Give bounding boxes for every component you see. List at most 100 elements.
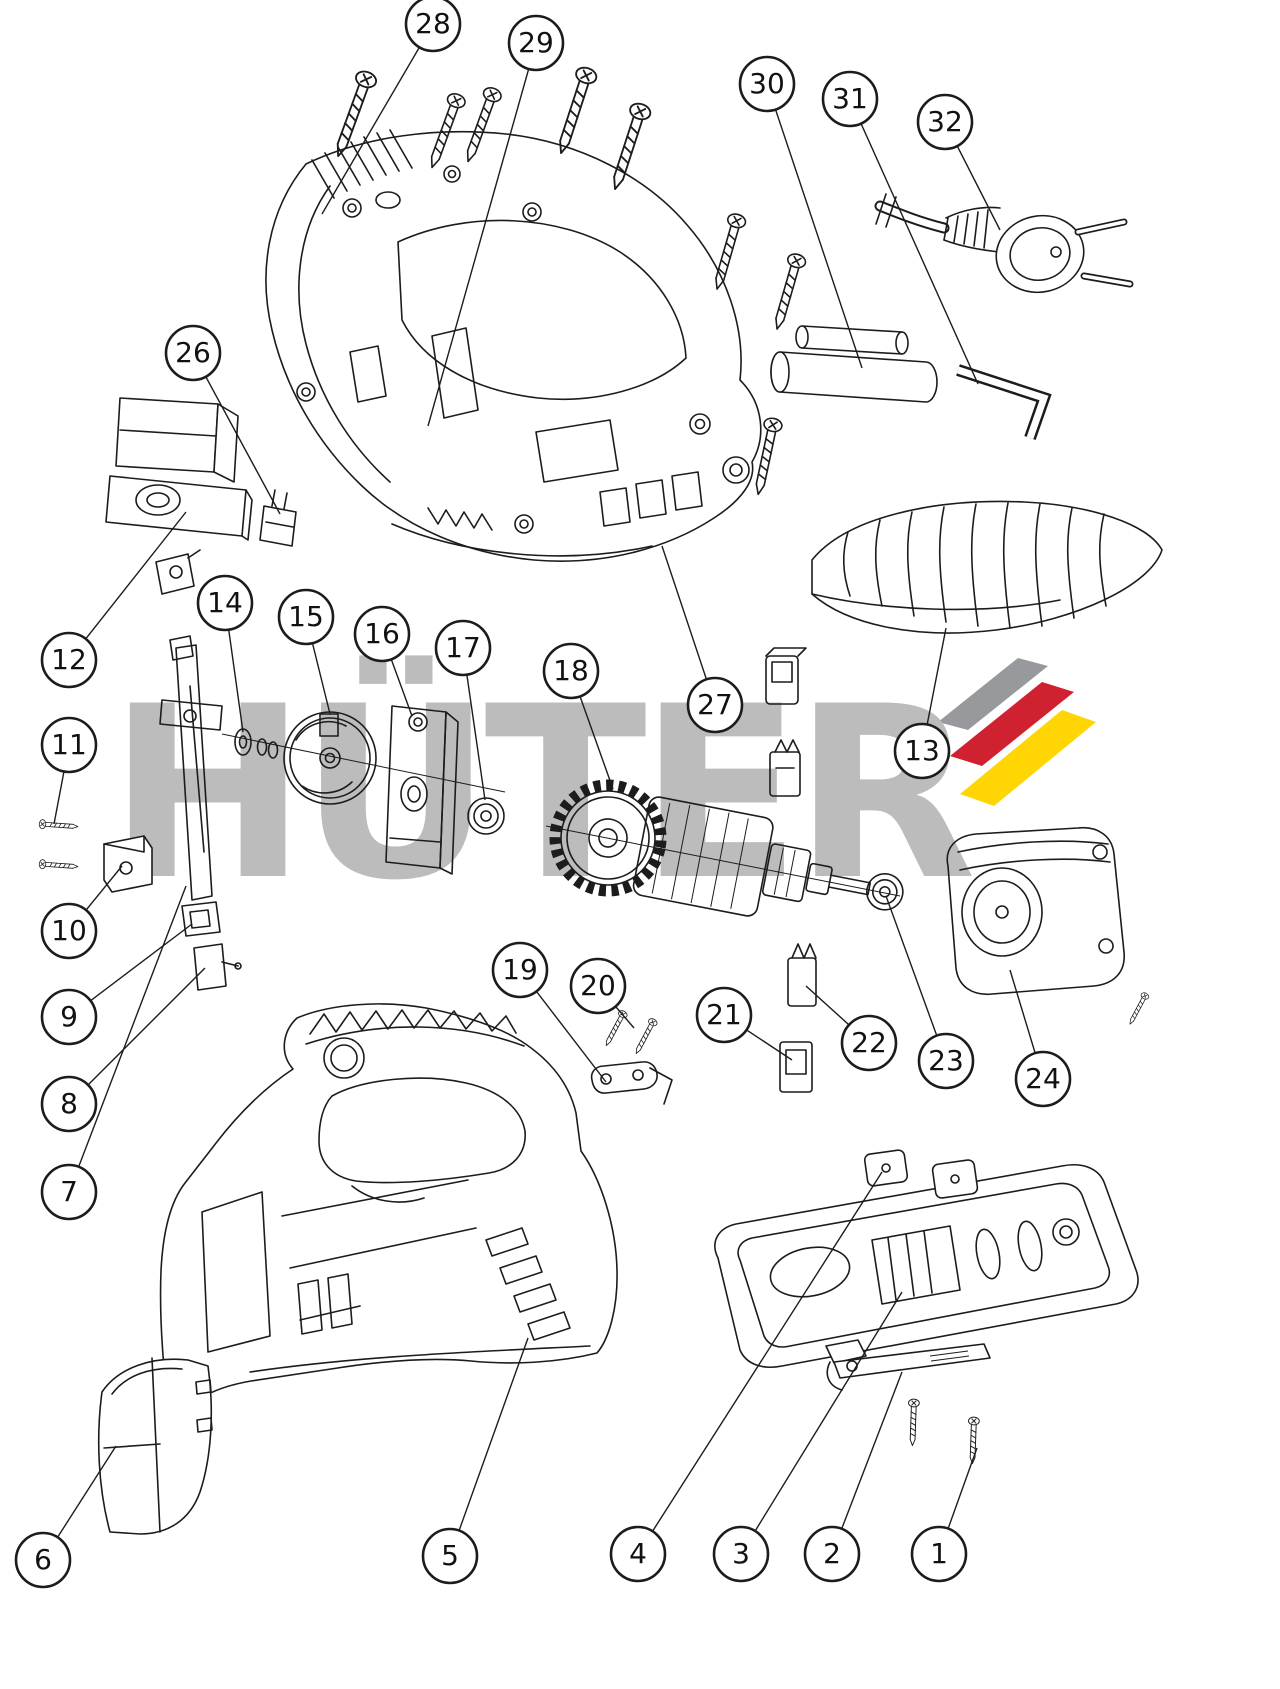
leader-line-3 xyxy=(740,1291,903,1555)
screw-icon xyxy=(906,1398,920,1447)
part-stator-shape xyxy=(973,880,1031,944)
part-front-boot-shape xyxy=(195,1379,212,1395)
part-base-plate-shape xyxy=(737,1182,1111,1348)
part-upper-housing-shape xyxy=(347,203,357,213)
part-soft-grip-shape xyxy=(811,593,1061,611)
part-stator-shape xyxy=(961,867,1043,957)
part-main-housing-shape xyxy=(330,1044,358,1072)
screw-icon xyxy=(38,859,79,872)
part-stator xyxy=(946,827,1151,1027)
part-soft-grip-shape xyxy=(874,519,883,607)
part-slider-shape xyxy=(265,489,294,528)
balloon-number-31: 31 xyxy=(832,82,868,115)
part-armature-shape xyxy=(827,874,872,896)
balloon-circle-1 xyxy=(910,1525,968,1583)
part-rod xyxy=(825,1339,991,1391)
part-upper-housing-shape xyxy=(514,514,534,534)
balloon-number-15: 15 xyxy=(288,600,324,633)
part-roller-bracket-shape xyxy=(169,565,183,579)
balloon-circle-6 xyxy=(14,1531,72,1589)
balloon-circle-19 xyxy=(491,941,549,999)
part-rod-shape xyxy=(826,1361,843,1391)
part-power-cord-shape xyxy=(1009,227,1071,281)
balloon-circle-14 xyxy=(196,574,254,632)
part-brush-upper-shape xyxy=(765,647,807,657)
balloon-number-11: 11 xyxy=(51,728,87,761)
balloon-circle-24 xyxy=(1014,1050,1072,1108)
balloon-31: 31 xyxy=(821,70,979,385)
part-slider-shape xyxy=(259,505,297,547)
part-brush-upper xyxy=(765,647,807,705)
logo-stripe-gray xyxy=(938,658,1048,730)
part-upper-housing-shape xyxy=(447,169,457,179)
balloon-circle-18 xyxy=(542,642,600,700)
balloon-number-7: 7 xyxy=(60,1175,78,1208)
part-switch-shape xyxy=(241,489,253,541)
balloon-number-28: 28 xyxy=(415,7,451,40)
balloon-circle-30 xyxy=(738,55,796,113)
balloon-number-10: 10 xyxy=(51,914,87,947)
balloon-number-18: 18 xyxy=(553,654,589,687)
part-soft-grip xyxy=(811,500,1163,634)
part-rod-shape xyxy=(833,1343,991,1379)
part-upper-housing-shape xyxy=(694,418,706,430)
part-stator-shape xyxy=(1092,844,1108,860)
part-block-10 xyxy=(103,835,153,893)
balloon-number-26: 26 xyxy=(175,336,211,369)
leader-line-29 xyxy=(427,42,537,427)
balloon-15: 15 xyxy=(277,588,335,715)
balloon-3: 3 xyxy=(712,1291,903,1583)
part-armature xyxy=(549,779,907,917)
part-block-10-shape xyxy=(103,835,153,893)
part-upper-housing-shape xyxy=(599,487,631,527)
watermark-text: HÜTER xyxy=(108,655,972,933)
part-base-plate-shape xyxy=(714,1164,1139,1368)
part-base-plate-shape xyxy=(769,1246,851,1298)
part-hex-key-shape xyxy=(956,366,1049,440)
part-washer-shape xyxy=(256,738,268,756)
part-upper-housing-shape xyxy=(427,507,493,531)
balloon-number-19: 19 xyxy=(502,953,538,986)
part-soft-grip-shape xyxy=(1066,507,1075,619)
part-clamp-plates-shape xyxy=(950,1174,960,1184)
center-lines-shape xyxy=(221,733,506,793)
part-soft-grip-shape xyxy=(811,500,1163,634)
part-guide-bar-shape xyxy=(169,635,194,661)
part-base-plate-shape xyxy=(887,1230,933,1301)
balloon-circle-4 xyxy=(609,1525,667,1583)
part-clamp-plates-shape xyxy=(863,1149,909,1187)
balloon-circle-26 xyxy=(164,324,222,382)
part-armature-shape xyxy=(773,847,796,898)
balloon-18: 18 xyxy=(542,642,614,790)
balloon-number-2: 2 xyxy=(823,1537,841,1570)
part-power-cord xyxy=(874,193,1134,294)
balloon-circle-17 xyxy=(434,619,492,677)
part-upper-housing-shape xyxy=(298,185,391,483)
balloon-28: 28 xyxy=(321,0,462,215)
part-base-plate-shape xyxy=(1059,1225,1073,1239)
part-brush-spring-upper xyxy=(769,739,801,797)
balloon-number-22: 22 xyxy=(851,1026,887,1059)
balloon-30: 30 xyxy=(738,55,863,369)
part-support-shape xyxy=(408,712,428,732)
balloon-number-20: 20 xyxy=(580,969,616,1002)
part-front-boot-shape xyxy=(111,1367,183,1395)
balloon-number-29: 29 xyxy=(518,26,554,59)
part-bracket-19-shape xyxy=(600,1073,612,1085)
part-power-cord-shape xyxy=(1050,246,1062,258)
screw-icon xyxy=(550,64,600,158)
part-switch-shape xyxy=(146,492,170,508)
part-guide-bar-shape xyxy=(175,644,213,901)
part-main-housing-shape xyxy=(309,1009,517,1035)
part-armature-shape xyxy=(549,779,667,897)
part-soft-grip-shape xyxy=(906,511,915,617)
part-main-housing-shape xyxy=(318,1077,526,1184)
part-armature-shape xyxy=(588,818,628,858)
balloon-circle-31 xyxy=(821,70,879,128)
part-screws-1 xyxy=(906,1398,980,1465)
balloon-32: 32 xyxy=(916,93,1001,231)
balloon-circle-28 xyxy=(404,0,462,53)
part-upper-housing-shape xyxy=(391,523,653,557)
part-main-housing-shape xyxy=(351,1185,425,1203)
